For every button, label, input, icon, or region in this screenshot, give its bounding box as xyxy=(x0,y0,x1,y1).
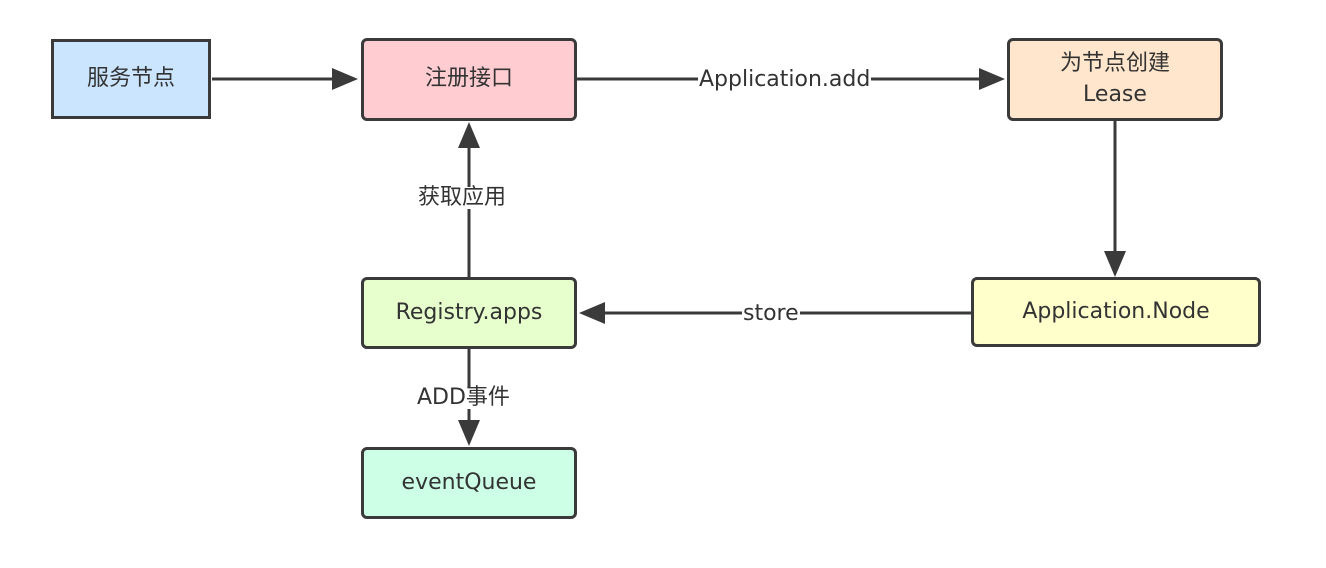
edge-add-event xyxy=(458,349,480,446)
event-queue-box: eventQueue xyxy=(361,447,577,519)
create-lease-label: 为节点创建 Lease xyxy=(1059,50,1170,107)
edge-label-store: store xyxy=(742,301,800,326)
service-node-label: 服务节点 xyxy=(86,65,175,91)
edge-service-to-register xyxy=(212,68,358,90)
registry-apps-label: Registry.apps xyxy=(395,299,543,325)
edge-get-app xyxy=(458,122,480,277)
edge-lease-to-node xyxy=(1104,121,1126,277)
edge-label-get-app: 获取应用 xyxy=(417,185,508,210)
register-api-label: 注册接口 xyxy=(424,66,513,92)
service-node-box: 服务节点 xyxy=(51,39,211,119)
edge-label-add-event: ADD事件 xyxy=(416,385,511,410)
register-api-box: 注册接口 xyxy=(361,38,577,121)
edge-label-application-add: Application.add xyxy=(698,67,872,92)
application-node-label: Application.Node xyxy=(1022,298,1210,324)
registry-apps-box: Registry.apps xyxy=(361,277,577,349)
create-lease-box: 为节点创建 Lease xyxy=(1007,38,1223,121)
event-queue-label: eventQueue xyxy=(401,469,537,495)
application-node-box: Application.Node xyxy=(971,277,1261,347)
